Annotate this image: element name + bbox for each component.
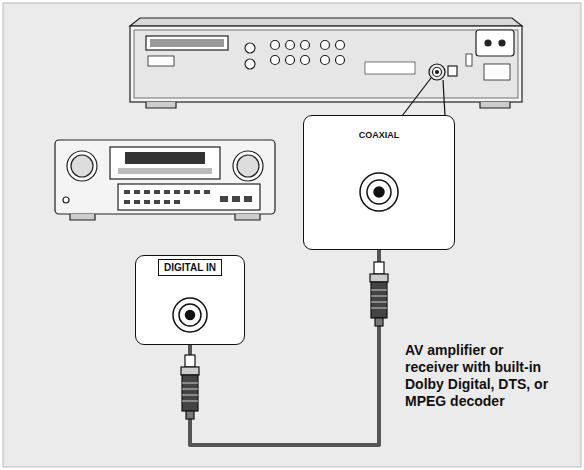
coaxial-cable bbox=[190, 250, 379, 445]
digital-in-jack bbox=[173, 298, 207, 332]
background bbox=[3, 3, 581, 467]
callout-ground bbox=[135, 255, 245, 345]
rca-plug bbox=[181, 355, 199, 419]
callout-pointer bbox=[402, 64, 445, 116]
jack-label: DIGITAL IN bbox=[158, 259, 222, 276]
rca-plug bbox=[370, 262, 388, 326]
av-amplifier bbox=[55, 140, 275, 220]
device-note: AV amplifier or receiver with built-in D… bbox=[405, 342, 555, 410]
coaxial-jack bbox=[360, 173, 398, 211]
callout-box: DIGITAL IN bbox=[135, 255, 245, 345]
callout-ground bbox=[303, 115, 455, 250]
callout-box: COAXIAL bbox=[303, 115, 455, 250]
dvd-player bbox=[130, 18, 522, 108]
jack-label: COAXIAL bbox=[359, 130, 400, 140]
